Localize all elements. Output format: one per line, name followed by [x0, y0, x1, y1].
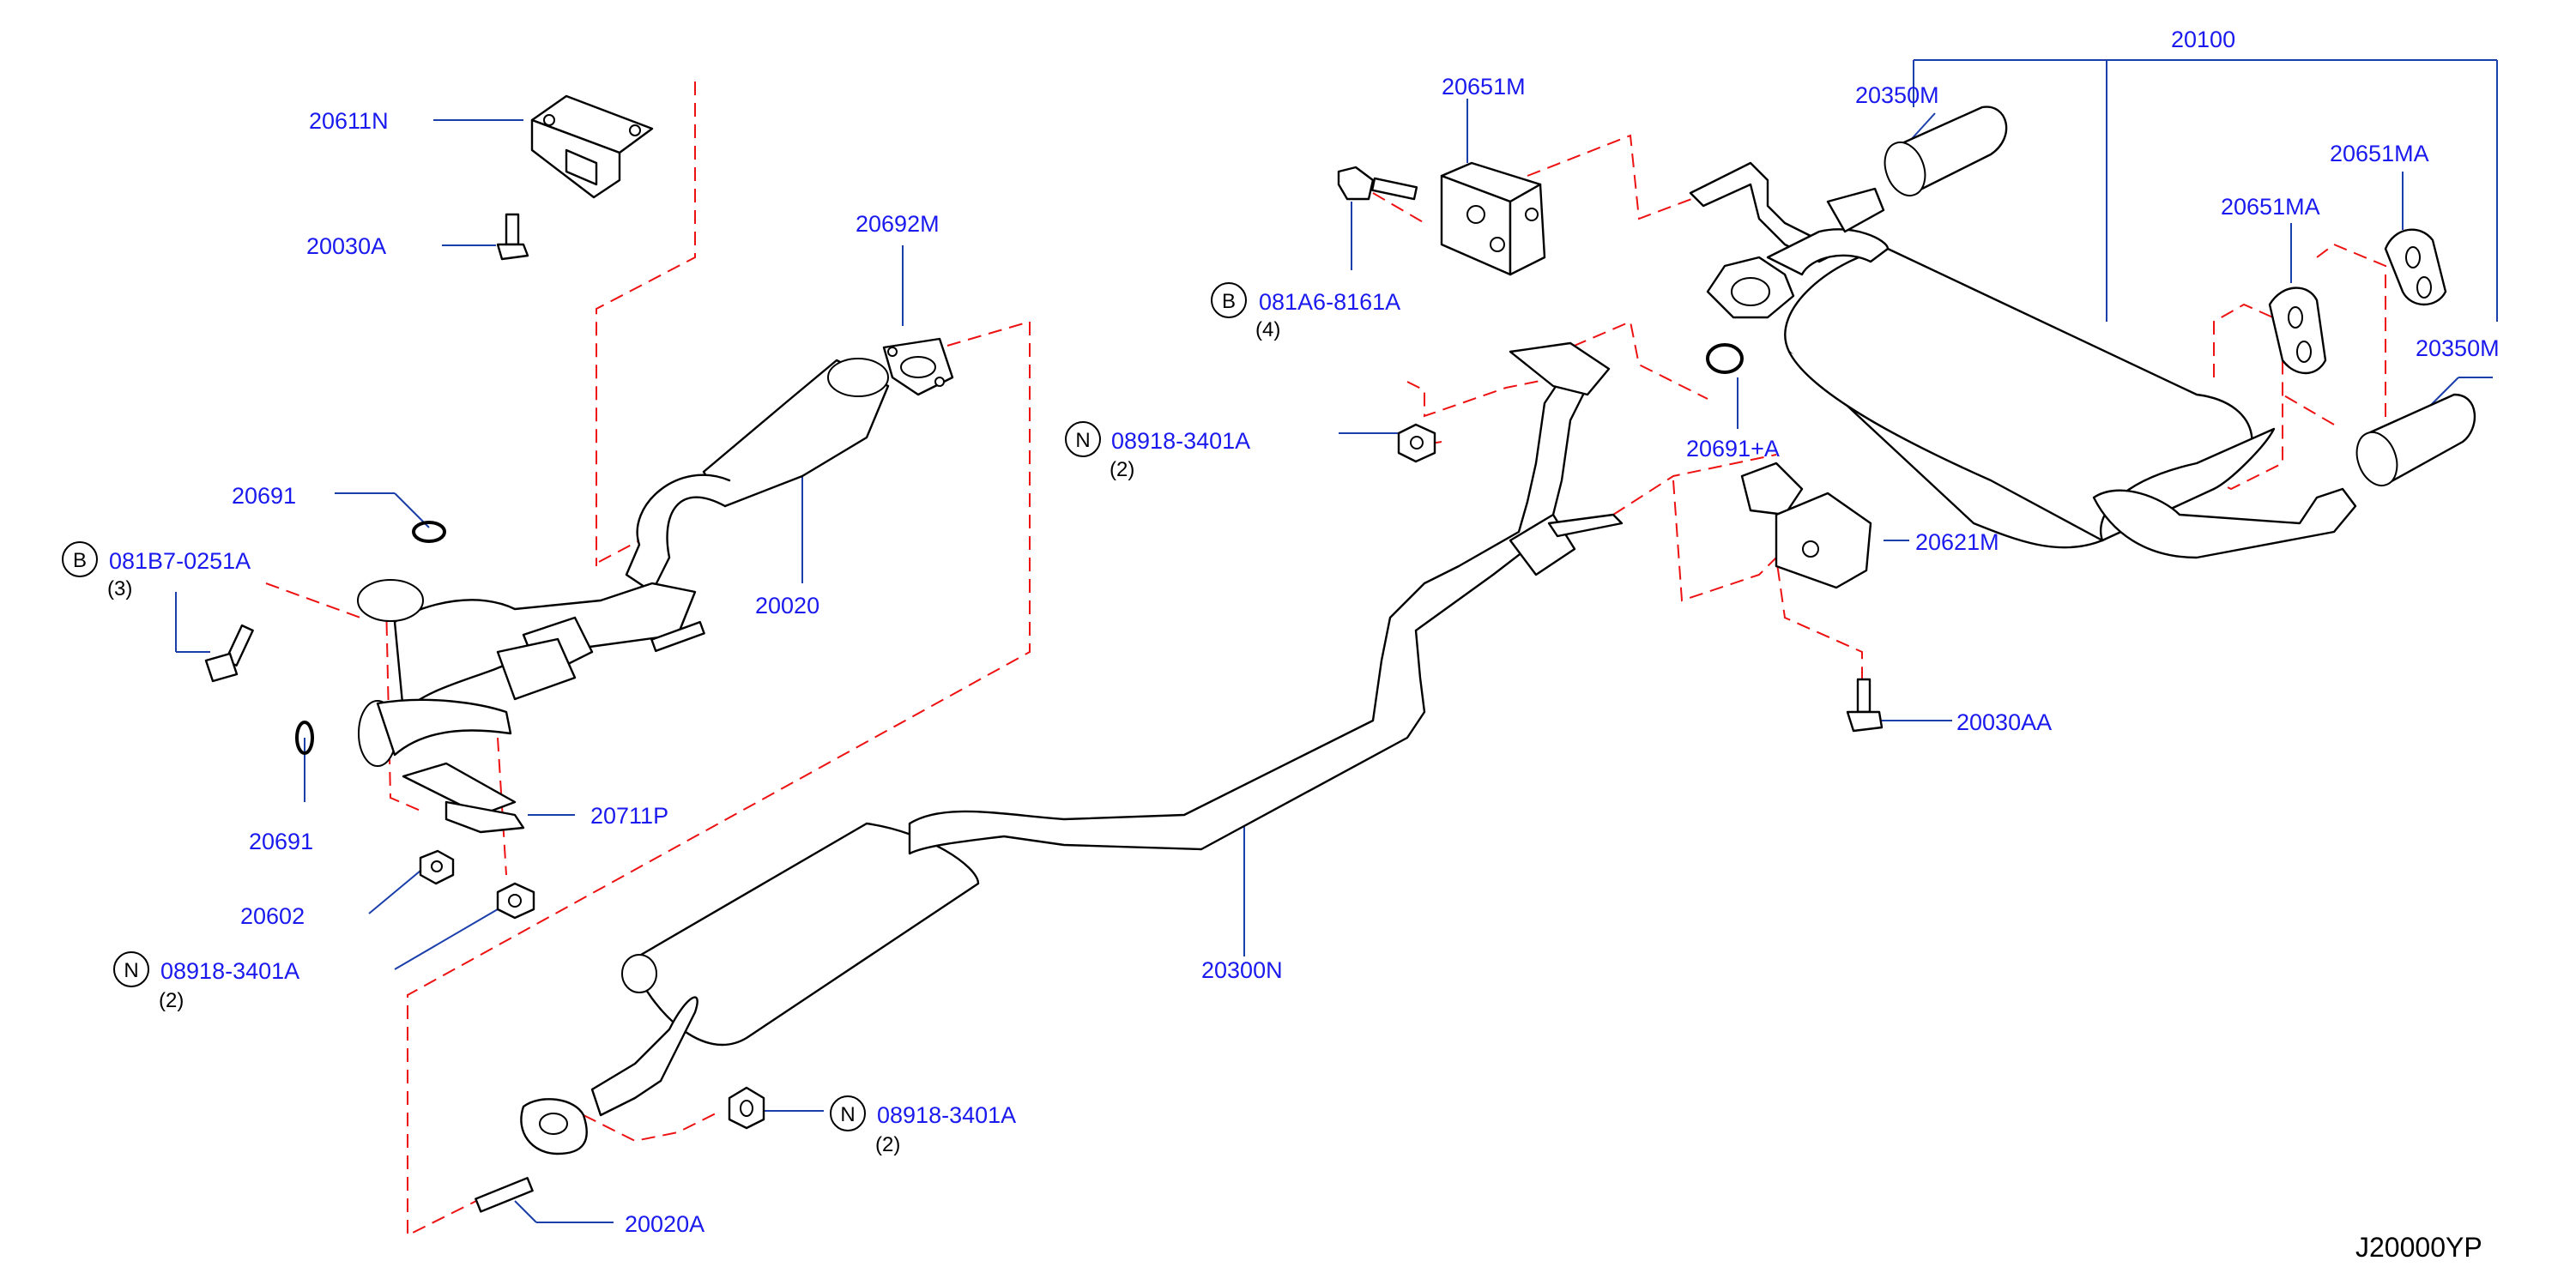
- label-20030AA[interactable]: 20030AA: [1956, 709, 2052, 735]
- qty-08918-mid: (2): [1110, 458, 1134, 481]
- label-081A6[interactable]: 081A6-8161A: [1259, 289, 1400, 315]
- label-20691-lower[interactable]: 20691: [249, 829, 313, 854]
- label-20691-upper[interactable]: 20691: [232, 483, 296, 509]
- prefix-08918-bottom: N: [840, 1103, 855, 1126]
- bracket-20611N-drawing: [530, 94, 654, 199]
- part-number-labels: 20611N 20030A 20692M 20691 B 081B7-0251A…: [73, 27, 2500, 1237]
- label-20651MA-upper[interactable]: 20651MA: [2330, 141, 2429, 166]
- ring-20691-upper-drawing: [412, 521, 446, 543]
- label-20030A[interactable]: 20030A: [306, 233, 386, 259]
- b-circle-081A6: [1211, 282, 1247, 318]
- label-08918-bottom[interactable]: 08918-3401A: [877, 1102, 1016, 1128]
- mount-20651M-drawing: [1440, 161, 1546, 276]
- assembly-guide-lines: [265, 81, 2386, 1237]
- tail-tip-20350M-upper-drawing: [1884, 106, 2008, 196]
- front-pipe-20020-drawing: [357, 358, 890, 767]
- bolt-081A6-drawing: [1337, 166, 1418, 201]
- label-20611N[interactable]: 20611N: [309, 108, 389, 134]
- hanger-20651MA-lower-drawing: [2268, 287, 2327, 375]
- bracket-20711P-drawing: [402, 762, 525, 834]
- qty-081A6: (4): [1255, 318, 1280, 341]
- label-08918-mid[interactable]: 08918-3401A: [1111, 428, 1250, 454]
- label-08918-left[interactable]: 08918-3401A: [160, 958, 299, 984]
- qty-08918-bottom: (2): [875, 1133, 900, 1156]
- prefix-081A6: B: [1222, 290, 1236, 313]
- label-20100[interactable]: 20100: [2171, 27, 2235, 52]
- muffler-20100-drawing: [1689, 161, 2357, 559]
- gasket-20692M-drawing: [882, 337, 954, 396]
- nut-08918-left-drawing: [496, 882, 535, 920]
- diagram-code: J20000YP: [2355, 1232, 2482, 1263]
- hanger-20651MA-upper-drawing: [2384, 228, 2447, 306]
- prefix-081B7: B: [73, 549, 87, 572]
- label-20651MA-lower[interactable]: 20651MA: [2221, 194, 2320, 220]
- label-20020[interactable]: 20020: [755, 593, 819, 618]
- n-circle-08918-mid: [1065, 421, 1101, 457]
- label-20691A[interactable]: 20691+A: [1686, 436, 1780, 462]
- nut-08918-mid-drawing: [1397, 423, 1436, 463]
- n-circle-08918-left: [113, 951, 149, 987]
- qty-08918-left: (2): [159, 989, 184, 1012]
- nut-20602-drawing: [419, 849, 455, 885]
- qty-081B7: (3): [107, 577, 132, 600]
- label-20602[interactable]: 20602: [240, 903, 305, 929]
- nut-08918-bottom-drawing: [728, 1086, 765, 1130]
- label-20350M-right[interactable]: 20350M: [2416, 335, 2500, 361]
- tail-tip-20350M-right-drawing: [2355, 393, 2476, 486]
- ring-20691-lower-drawing: [295, 721, 314, 755]
- label-20621M[interactable]: 20621M: [1915, 529, 1999, 555]
- callout-prefix-circles: [62, 282, 1247, 1131]
- bolt-081B7-drawing: [204, 624, 254, 683]
- prefix-08918-left: N: [124, 959, 138, 982]
- label-20300N[interactable]: 20300N: [1201, 957, 1283, 983]
- prefix-08918-mid: N: [1075, 429, 1090, 452]
- leader-lines: [175, 59, 2498, 1223]
- bolt-20030AA-drawing: [1846, 678, 1884, 733]
- bolt-20030A-drawing: [496, 213, 529, 261]
- ring-20691A-drawing: [1706, 343, 1744, 374]
- label-20350M-upper[interactable]: 20350M: [1855, 82, 1939, 108]
- b-circle-081B7: [62, 541, 98, 577]
- label-20020A[interactable]: 20020A: [625, 1211, 704, 1237]
- center-pipe-20300N-drawing: [520, 341, 1624, 1155]
- label-081B7[interactable]: 081B7-0251A: [109, 548, 251, 574]
- label-20651M[interactable]: 20651M: [1442, 74, 1526, 100]
- stud-20020A-drawing: [475, 1177, 534, 1213]
- n-circle-08918-bottom: [830, 1095, 866, 1131]
- bracket-20621M-drawing: [1740, 462, 1872, 589]
- label-20692M[interactable]: 20692M: [856, 211, 940, 237]
- label-20711P[interactable]: 20711P: [590, 803, 668, 829]
